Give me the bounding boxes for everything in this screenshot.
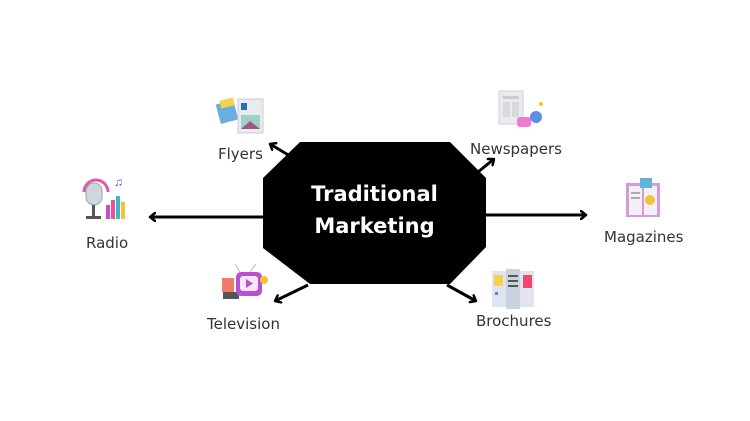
- label-radio: Radio: [86, 234, 129, 252]
- label-newspapers: Newspapers: [470, 140, 562, 158]
- hub-octagon: [263, 142, 486, 284]
- hub-title-line1: Traditional: [311, 182, 438, 206]
- brochure-icon: [492, 269, 534, 309]
- label-flyers: Flyers: [218, 145, 263, 163]
- television-icon: [222, 263, 268, 299]
- arrow-flyers: [270, 144, 291, 158]
- arrow-television: [275, 283, 309, 301]
- radio-microphone-icon: ♫: [82, 175, 125, 219]
- arrow-brochures: [446, 283, 476, 301]
- svg-text:♫: ♫: [114, 175, 123, 189]
- label-television: Television: [207, 315, 280, 333]
- hub-title: Traditional Marketing: [263, 178, 486, 242]
- label-magazines: Magazines: [604, 228, 684, 246]
- label-brochures: Brochures: [476, 312, 552, 330]
- flyer-icon: [215, 97, 264, 134]
- newspaper-icon: [498, 90, 543, 127]
- arrow-newspapers: [477, 159, 494, 174]
- magazine-icon: [626, 178, 660, 217]
- hub-title-line2: Marketing: [314, 214, 435, 238]
